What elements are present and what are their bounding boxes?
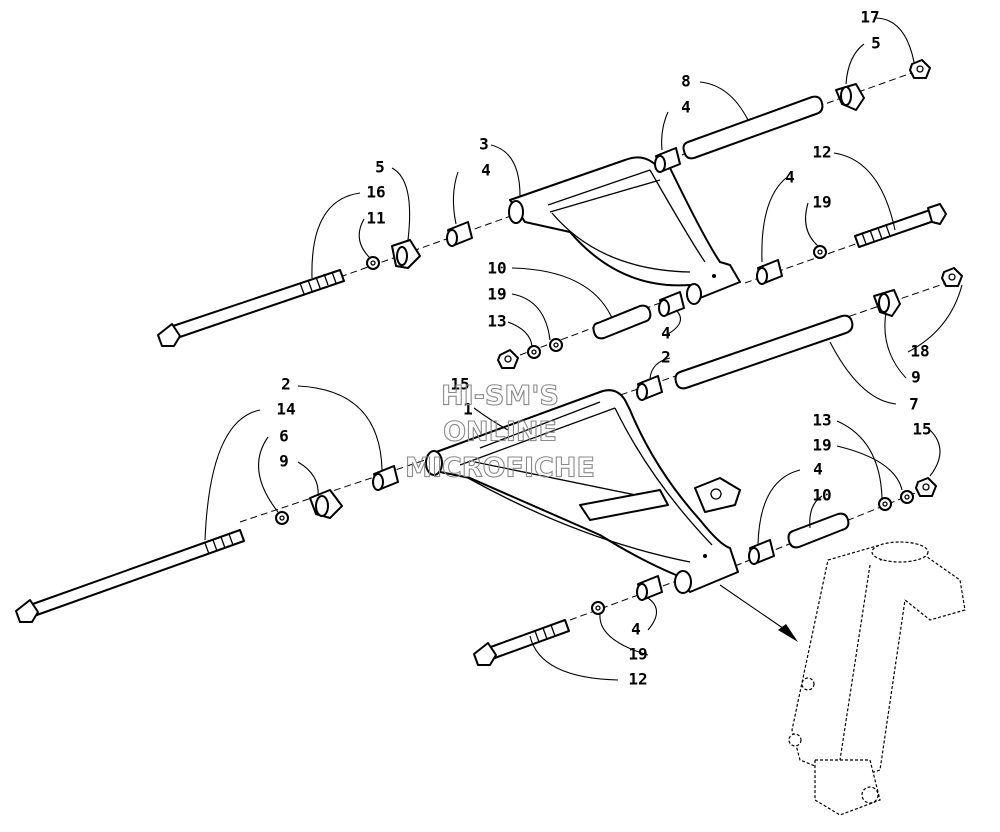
callout-9-right: 9 <box>911 368 921 387</box>
bolts <box>15 203 947 666</box>
callout-10-upper: 10 <box>487 259 506 278</box>
callout-19-upper-right: 19 <box>812 193 831 212</box>
callout-12-top: 12 <box>812 143 831 162</box>
callout-13-right: 13 <box>812 411 831 430</box>
assembly-axes <box>239 69 956 621</box>
callout-2-middle: 2 <box>661 348 671 367</box>
spindle-reference <box>719 541 966 816</box>
lower-a-arm <box>425 389 741 594</box>
callout-4-upper-left: 4 <box>481 161 491 180</box>
watermark-line-2: ONLINE <box>443 417 557 448</box>
watermark: HI-SM'S ONLINE MICROFICHE <box>405 380 596 484</box>
callout-2-left: 2 <box>281 375 291 394</box>
callout-17: 17 <box>860 8 879 27</box>
hardware <box>275 59 963 615</box>
callout-15-left: 15 <box>450 375 469 394</box>
callout-13-middle: 13 <box>487 312 506 331</box>
callout-5-left: 5 <box>375 158 385 177</box>
callout-4-lower-right: 4 <box>813 460 823 479</box>
callout-4-top: 4 <box>681 98 691 117</box>
callout-16: 16 <box>366 183 385 202</box>
callout-4-middle: 4 <box>661 324 671 343</box>
leader-lines <box>204 17 963 681</box>
part-callouts: 17 5 8 4 3 4 5 16 11 12 4 19 10 19 13 4 … <box>276 8 931 689</box>
callout-7: 7 <box>909 395 919 414</box>
callout-1: 1 <box>463 400 473 419</box>
callout-14: 14 <box>276 400 295 419</box>
callout-3: 3 <box>479 135 489 154</box>
shafts <box>592 95 854 549</box>
upper-a-arm <box>508 156 741 305</box>
callout-18: 18 <box>910 342 929 361</box>
callout-9-left: 9 <box>279 452 289 471</box>
watermark-line-1: HI-SM'S <box>441 381 559 412</box>
callout-19-bottom: 19 <box>628 645 647 664</box>
callout-4-upper-right: 4 <box>785 168 795 187</box>
callout-6: 6 <box>279 427 289 446</box>
callout-5-top: 5 <box>871 34 881 53</box>
callout-11: 11 <box>366 209 385 228</box>
callout-4-bottom: 4 <box>631 620 641 639</box>
watermark-line-3: MICROFICHE <box>405 453 595 484</box>
callout-10-lower: 10 <box>812 486 831 505</box>
callout-15-right: 15 <box>912 420 931 439</box>
callout-19-middle: 19 <box>487 285 506 304</box>
callout-12-bottom: 12 <box>628 670 647 689</box>
callout-8: 8 <box>681 72 691 91</box>
callout-19-right: 19 <box>812 436 831 455</box>
